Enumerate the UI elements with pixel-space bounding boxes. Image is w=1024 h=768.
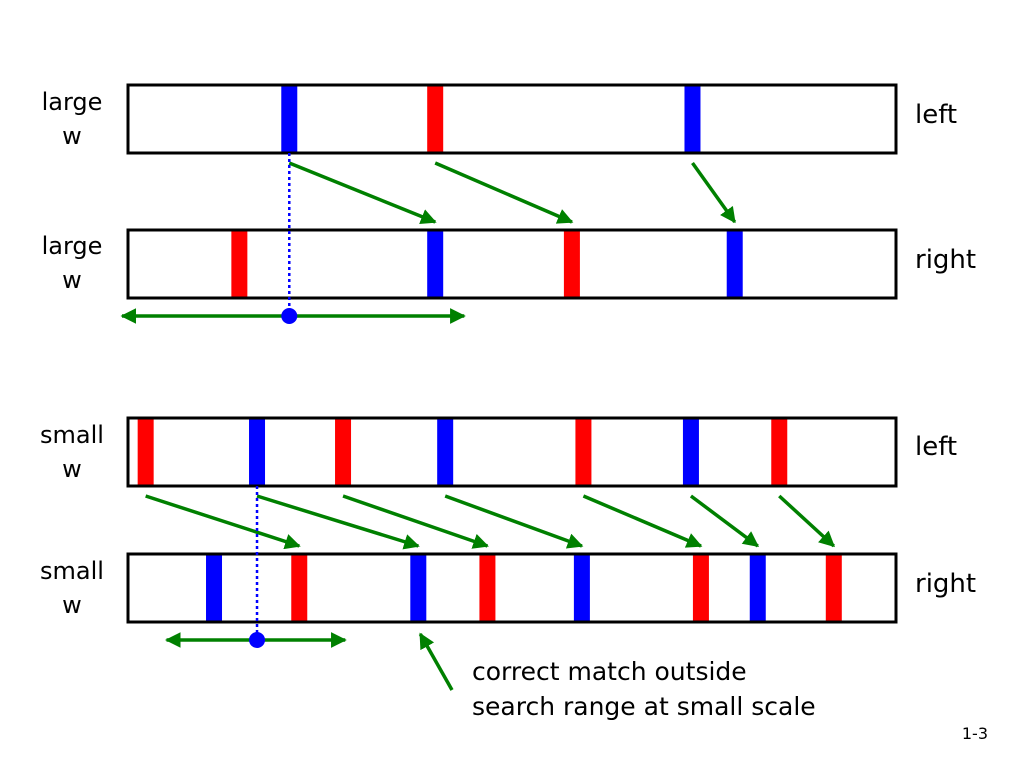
side-label-right-small: right	[915, 569, 977, 599]
row-label-small-right: small w	[30, 554, 114, 622]
match-arrow	[288, 161, 437, 224]
feature-blue	[682, 419, 699, 485]
feature-red	[771, 419, 788, 485]
feature-red	[137, 419, 154, 485]
feature-red	[692, 555, 709, 621]
feature-red	[563, 231, 580, 297]
feature-blue	[573, 555, 590, 621]
match-arrow	[434, 161, 574, 224]
overlay-layer	[120, 153, 835, 691]
side-label-left-large: left	[915, 100, 958, 130]
scanline-box	[126, 83, 898, 155]
feature-red	[335, 419, 352, 485]
search-center-dot	[249, 632, 266, 648]
match-arrow	[444, 494, 584, 549]
scanline-row-large-left	[126, 83, 898, 155]
row-label-w: w	[62, 266, 82, 294]
row-label-large-right: large w	[30, 229, 114, 297]
feature-red	[231, 231, 248, 297]
match-arrow	[691, 161, 737, 224]
row-label-w: w	[62, 122, 82, 150]
row-label-w: w	[62, 455, 82, 483]
row-label-small-left: small w	[30, 418, 114, 486]
scanline-box	[126, 228, 898, 300]
side-label-right-large: right	[915, 245, 977, 275]
page-number: 1-3	[961, 724, 988, 743]
match-arrow	[256, 494, 420, 550]
match-arrow	[145, 494, 301, 550]
feature-red	[575, 419, 592, 485]
feature-blue	[427, 231, 444, 297]
row-label-scale: small	[40, 557, 104, 585]
feature-blue	[410, 555, 427, 621]
feature-blue	[437, 419, 454, 485]
feature-blue	[684, 86, 701, 152]
annotation-text: correct match outside search range at sm…	[472, 654, 816, 724]
row-label-large-left: large w	[30, 85, 114, 153]
feature-blue	[249, 419, 266, 485]
side-label-left-small: left	[915, 432, 958, 462]
feature-blue	[206, 555, 223, 621]
annotation-pointer-arrow	[418, 632, 454, 691]
row-label-scale: large	[41, 232, 103, 260]
scanline-row-small-right	[126, 552, 898, 624]
match-arrow	[778, 494, 835, 548]
row-label-scale: small	[40, 421, 104, 449]
feature-red	[291, 555, 308, 621]
feature-blue	[726, 231, 743, 297]
scanline-row-small-left	[126, 416, 898, 488]
annotation-line-1: correct match outside	[472, 657, 747, 686]
match-arrow	[689, 494, 760, 548]
feature-blue	[281, 86, 298, 152]
feature-blue	[749, 555, 766, 621]
row-label-scale: large	[41, 88, 103, 116]
search-center-dot	[281, 308, 298, 324]
feature-red	[479, 555, 496, 621]
match-arrow	[582, 494, 703, 548]
scanline-row-large-right	[126, 228, 898, 300]
scanline-box	[126, 552, 898, 624]
feature-layer	[126, 83, 898, 624]
feature-red	[427, 86, 444, 152]
row-label-w: w	[62, 591, 82, 619]
annotation-line-2: search range at small scale	[472, 692, 816, 721]
feature-red	[825, 555, 842, 621]
match-arrow	[342, 494, 489, 549]
